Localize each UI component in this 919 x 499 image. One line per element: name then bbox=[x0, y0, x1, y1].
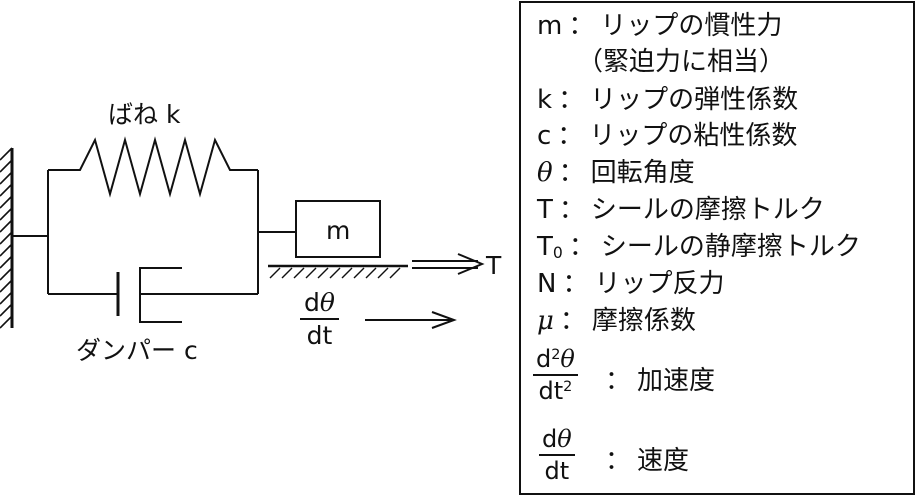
speed-den: dt bbox=[544, 457, 570, 485]
legend-row-note: （緊迫力に相当） bbox=[577, 49, 785, 75]
legend-symbol-sub: 0 bbox=[552, 244, 563, 263]
legend-desc: リップの慣性力 bbox=[600, 11, 783, 41]
acceleration-fraction: d2θ dt2 bbox=[533, 347, 578, 403]
legend-separator: ： bbox=[557, 121, 584, 151]
acceleration-desc-row: ：加速度 bbox=[599, 368, 715, 394]
legend-separator: ： bbox=[558, 195, 585, 225]
accel-num-d: d bbox=[536, 345, 552, 373]
legend-desc: 摩擦係数 bbox=[591, 306, 696, 336]
symbol-legend: m：リップの慣性力 （緊迫力に相当） k：リップの弾性係数 c：リップの粘性係数… bbox=[519, 1, 915, 495]
legend-row-k: k：リップの弾性係数 bbox=[537, 87, 798, 113]
legend-symbol-base: T bbox=[537, 232, 553, 262]
speed-num-d: d bbox=[542, 425, 558, 453]
legend-separator: ： bbox=[559, 306, 586, 336]
legend-symbol: k bbox=[537, 85, 553, 115]
legend-symbol: θ bbox=[537, 158, 553, 188]
wall-hatching bbox=[0, 147, 13, 329]
accel-num-theta: θ bbox=[560, 345, 575, 373]
legend-separator: ： bbox=[558, 158, 585, 188]
velocity-arrow bbox=[365, 311, 457, 329]
speed-num-theta: θ bbox=[557, 425, 572, 453]
velocity-num-d: d bbox=[304, 288, 320, 317]
ground-hatching bbox=[269, 267, 401, 279]
legend-symbol: m bbox=[537, 11, 563, 41]
legend-desc: シールの摩擦トルク bbox=[590, 195, 825, 225]
legend-row-T: T：シールの摩擦トルク bbox=[537, 197, 825, 223]
legend-row-N: N：リップ反力 bbox=[537, 271, 724, 297]
mass-block bbox=[295, 200, 381, 258]
spring-label: ばね k bbox=[108, 100, 181, 129]
legend-desc: 加速度 bbox=[637, 366, 716, 396]
accel-num-exp: 2 bbox=[551, 347, 561, 364]
legend-separator: ： bbox=[605, 446, 632, 476]
legend-row-c: c：リップの粘性係数 bbox=[537, 123, 797, 149]
spring bbox=[48, 136, 258, 198]
legend-symbol: T bbox=[537, 195, 553, 225]
legend-desc: 速度 bbox=[637, 446, 690, 476]
legend-desc: リップ反力 bbox=[594, 269, 725, 299]
accel-den: dt bbox=[538, 377, 564, 405]
legend-row-theta: θ：回転角度 bbox=[537, 160, 695, 186]
torque-arrow bbox=[412, 253, 485, 275]
legend-desc: シールの静摩擦トルク bbox=[600, 232, 861, 262]
legend-desc: リップの弾性係数 bbox=[590, 85, 799, 115]
legend-desc: 回転角度 bbox=[590, 158, 695, 188]
velocity-fraction: dθ dt bbox=[300, 290, 339, 348]
torque-label: T bbox=[486, 251, 502, 280]
legend-separator: ： bbox=[558, 85, 585, 115]
legend-symbol: μ bbox=[537, 306, 554, 336]
speed-desc-row: ：速度 bbox=[599, 448, 689, 474]
velocity-num-theta: θ bbox=[319, 288, 335, 317]
legend-row-m: m：リップの慣性力 bbox=[537, 13, 782, 39]
legend-row-T0: T0：シールの静摩擦トルク bbox=[537, 232, 861, 263]
legend-symbol: T0 bbox=[537, 232, 563, 263]
speed-fraction: dθ dt bbox=[539, 427, 575, 483]
legend-separator: ： bbox=[605, 366, 632, 396]
fraction-bar bbox=[533, 374, 578, 376]
mass-label: m bbox=[326, 216, 351, 245]
velocity-den: dt bbox=[306, 321, 333, 350]
fraction-bar bbox=[300, 318, 339, 320]
damper-label: ダンパー c bbox=[76, 336, 198, 365]
fraction-bar bbox=[539, 454, 575, 456]
legend-separator: ： bbox=[568, 232, 595, 262]
legend-symbol: c bbox=[537, 121, 552, 151]
legend-separator: ： bbox=[568, 11, 595, 41]
spring-damper-mass-diagram bbox=[0, 136, 485, 329]
legend-desc: （緊迫力に相当） bbox=[577, 47, 786, 77]
legend-row-mu: μ：摩擦係数 bbox=[537, 308, 696, 334]
legend-separator: ： bbox=[562, 269, 589, 299]
legend-desc: リップの粘性係数 bbox=[589, 121, 798, 151]
legend-symbol: N bbox=[537, 269, 557, 299]
accel-den-exp: 2 bbox=[563, 379, 573, 396]
